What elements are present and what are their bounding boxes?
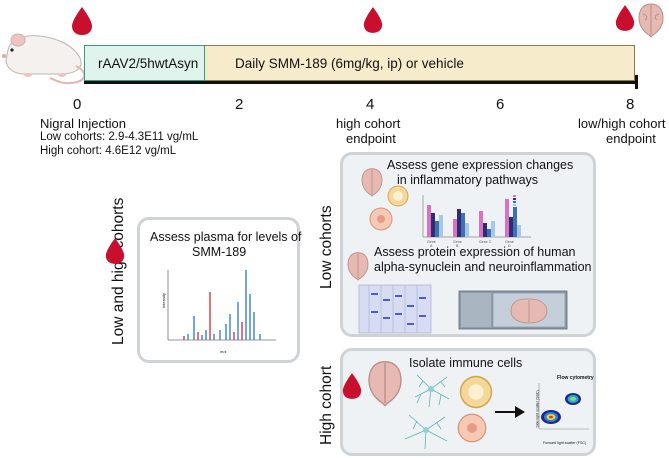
high-cohort-title: Isolate immune cells [409, 356, 523, 370]
spectrum-x-label: m/z [220, 349, 227, 354]
timeline-axis [84, 81, 637, 84]
microglia-icon [414, 374, 450, 408]
plasma-title-line2: SMM-189 [192, 245, 247, 259]
svg-text:A: A [430, 244, 433, 248]
gene-title-line2: in inflammatory pathways [397, 173, 539, 187]
flow-cytometry-plot [538, 383, 589, 430]
cell-icon [457, 413, 487, 443]
blood-drop-icon [105, 238, 125, 264]
tick-label-4: 4 [366, 96, 375, 113]
protein-title-line1: Assess protein expression of human [374, 245, 576, 259]
immune-cell-icon [387, 185, 409, 207]
high-cohort-titer: High cohort: 4.6E12 vg/mL [40, 145, 177, 157]
flow-x-label: Forward light scatter (FSC) [543, 441, 587, 445]
tick-label-0: 0 [73, 96, 82, 113]
timeline-end-cap [635, 75, 638, 89]
injection-bar-label: rAAV2/5hwtAsyn [98, 56, 199, 71]
mouse-icon [2, 33, 86, 85]
protein-title-line2: alpha-synuclein and neuroinflammation [374, 260, 592, 274]
spectrum-y-label: Intensity [160, 293, 166, 308]
low-cohorts-panel: Assess gene expression changes in inflam… [340, 152, 596, 337]
blood-drop-icon [342, 373, 362, 399]
high-cohort-panel: Isolate immune cells Flow cytometry [340, 348, 596, 456]
final-endpoint-line2: endpoint [606, 131, 656, 146]
svg-text:Gene C: Gene C [479, 240, 492, 244]
tissue-slide-icon [458, 290, 568, 330]
svg-text:Gene: Gene [505, 240, 514, 244]
final-endpoint-line1: low/high cohort [578, 116, 666, 131]
western-blot-icon [358, 284, 432, 334]
blood-drop-icon [615, 5, 635, 31]
plasma-side-label: Low and high cohorts [110, 197, 127, 345]
gene-expression-bar-chart: Gene Gene Gene C Gene A B D [422, 195, 531, 248]
injection-bar [84, 45, 205, 81]
timeline: rAAV2/5hwtAsyn Daily SMM-189 (6mg/kg, ip… [0, 0, 669, 160]
arrow-icon [495, 406, 525, 418]
mass-spectrum-plot [167, 270, 276, 341]
cell-icon [369, 207, 393, 231]
flow-y-label: Side light scatter (SSC) [535, 390, 540, 428]
high-cohort-endpoint-line1: high cohort [336, 116, 401, 131]
tick-label-2: 2 [235, 96, 244, 113]
svg-text:B: B [456, 244, 459, 248]
flow-title: Flow cytometry [557, 375, 594, 381]
plasma-panel: Assess plasma for levels of SMM-189 Inte… [137, 217, 302, 363]
brain-icon [347, 252, 369, 281]
high-cohort-endpoint-line2: endpoint [346, 131, 396, 146]
svg-text:Gene: Gene [453, 240, 462, 244]
blood-drop-icon [363, 7, 383, 33]
svg-text:D: D [508, 244, 511, 248]
plasma-title-line1: Assess plasma for levels of [150, 230, 302, 244]
treatment-bar-label: Daily SMM-189 (6mg/kg, ip) or vehicle [235, 56, 464, 71]
svg-text:Gene: Gene [427, 240, 436, 244]
low-cohort-titer: Low cohorts: 2.9-4.3E11 vg/mL [40, 131, 199, 143]
brain-icon [368, 360, 402, 407]
blood-drop-icon [72, 7, 92, 35]
tick-label-8: 8 [626, 96, 635, 113]
high-cohort-side-label: High cohort [318, 365, 335, 445]
injection-description: Nigral Injection [40, 116, 126, 131]
brain-icon [361, 168, 383, 197]
low-cohorts-side-label: Low cohorts [318, 205, 335, 289]
brain-icon [638, 3, 664, 38]
tick-label-6: 6 [496, 96, 505, 113]
astrocyte-icon [404, 414, 448, 450]
immune-cell-icon [459, 375, 493, 409]
gene-title-line1: Assess gene expression changes [387, 158, 574, 172]
